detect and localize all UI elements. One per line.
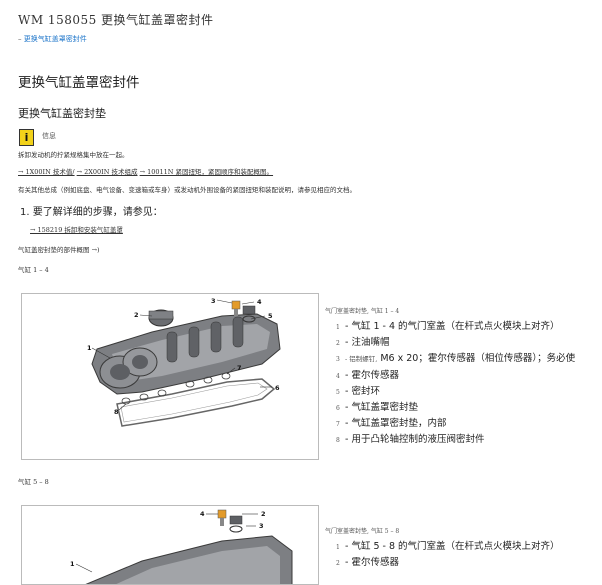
info-label: 信息	[42, 132, 56, 140]
figure2-callout: 4	[200, 510, 205, 518]
breadcrumb-prefix: –	[18, 35, 22, 43]
section-heading: 更换气缸盖罩密封件	[18, 75, 140, 91]
document-title: WM 158055 更换气缸盖罩密封件	[18, 13, 214, 27]
figure1-callout: 8	[114, 408, 119, 416]
legend1-item: 8- 用于凸轮轴控制的液压阀密封件	[336, 434, 485, 445]
figure1-callout: 7	[237, 364, 242, 372]
link-technical-composition[interactable]: → 2X00IN 技术组成	[76, 168, 138, 176]
link-technical-values[interactable]: → 1X00IN 技术值/	[18, 168, 75, 176]
figure1-callout: 5	[268, 312, 273, 320]
step-1: 1. 要了解详细的步骤，请参见：	[20, 207, 163, 218]
figure1-callout: 4	[257, 298, 262, 306]
legend1-item: 4- 霍尔传感器	[336, 370, 399, 381]
figure1-callout: 2	[134, 311, 139, 319]
info-icon: i	[19, 129, 34, 146]
subsection-heading: 更换气缸盖密封垫	[18, 107, 106, 120]
figure1-callout: 3	[211, 297, 216, 305]
overview-title: 气缸盖密封垫的部件概图 →)	[18, 246, 100, 254]
exploded-view-figure-cyl-1-4: 1 2 3 4 5 6 7 8	[21, 293, 319, 460]
legend2-item: 1- 气缸 5 - 8 的气门室盖（在杆式点火模块上对齐）	[336, 541, 560, 552]
legend2-caption: 气门室盖密封垫, 气缸 5 – 8	[325, 528, 400, 535]
group-label-1-4: 气缸 1 – 4	[18, 266, 49, 274]
breadcrumb: – 更换气缸盖罩密封件	[18, 34, 87, 44]
legend1-item: 6- 气缸盖罩密封垫	[336, 402, 418, 413]
figure2-callout: 2	[261, 510, 266, 518]
breadcrumb-link[interactable]: 更换气缸盖罩密封件	[23, 35, 87, 43]
legend1-item: 1- 气缸 1 - 4 的气门室盖（在杆式点火模块上对齐）	[336, 321, 560, 332]
legend1-item: 3- 铝制螺钉, M6 x 20；霍尔传感器（相位传感器）；务必使	[336, 353, 576, 364]
legend1-item: 5- 密封环	[336, 386, 380, 397]
exploded-view-figure-cyl-5-8: 1 2 3 4	[21, 505, 319, 585]
valve-cover-illustration: 1 2 3 4 5 6 7 8	[87, 297, 281, 427]
info-text: 拆卸发动机的拧紧规格集中放在一起。	[18, 151, 129, 159]
legend1-caption: 气门室盖密封垫, 气缸 1 – 4	[325, 308, 400, 315]
figure2-callout: 3	[259, 522, 264, 530]
group-label-5-8: 气缸 5 – 8	[18, 478, 49, 486]
valve-cover-illustration-2: 1 2 3 4	[70, 509, 293, 584]
info-links: → 1X00IN 技术值/ → 2X00IN 技术组成 → 10011N 紧固扭…	[18, 166, 273, 176]
figure2-callout: 1	[70, 560, 75, 568]
link-tightening-torques[interactable]: → 10011N 紧固扭矩，紧固顺序和装配概图。	[139, 168, 274, 176]
step-link[interactable]: → 158219 拆卸和安装气缸盖罩	[30, 226, 123, 234]
legend1-item: 7- 气缸盖罩密封垫，内部	[336, 418, 447, 429]
info-note: 有关其他总成（例如底盘、电气设备、变速箱或车身）或发动机外围设备的紧固扭矩和装配…	[18, 186, 356, 194]
figure1-callout: 6	[275, 384, 280, 392]
legend1-item: 2- 注油嘴帽	[336, 337, 390, 348]
figure1-callout: 1	[87, 344, 92, 352]
legend2-item: 2- 霍尔传感器	[336, 557, 399, 568]
